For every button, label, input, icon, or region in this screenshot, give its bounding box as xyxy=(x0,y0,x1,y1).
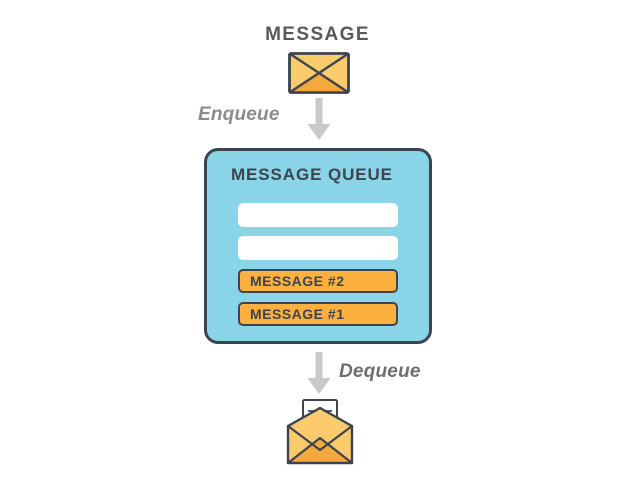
queue-slot-message-2[interactable]: MESSAGE #2 xyxy=(238,269,398,293)
queue-slot-label: MESSAGE #2 xyxy=(250,273,345,289)
open-envelope-with-letter-icon xyxy=(285,398,355,466)
queue-slot-label: MESSAGE #1 xyxy=(250,306,345,322)
queue-slot-message-1[interactable]: MESSAGE #1 xyxy=(238,302,398,326)
page-title: MESSAGE xyxy=(265,24,370,45)
message-queue-box: MESSAGE QUEUE MESSAGE #2 MESSAGE #1 xyxy=(204,148,432,344)
closed-envelope-icon xyxy=(288,52,350,94)
queue-slot-empty xyxy=(238,236,398,260)
dequeue-label: Dequeue xyxy=(339,361,421,382)
queue-title: MESSAGE QUEUE xyxy=(231,165,393,184)
queue-slot-empty xyxy=(238,203,398,227)
queue-slot-list: MESSAGE #2 MESSAGE #1 xyxy=(238,203,398,335)
enqueue-label: Enqueue xyxy=(198,104,280,125)
arrow-down-icon-dequeue xyxy=(303,352,335,396)
arrow-down-icon-enqueue xyxy=(303,98,335,142)
